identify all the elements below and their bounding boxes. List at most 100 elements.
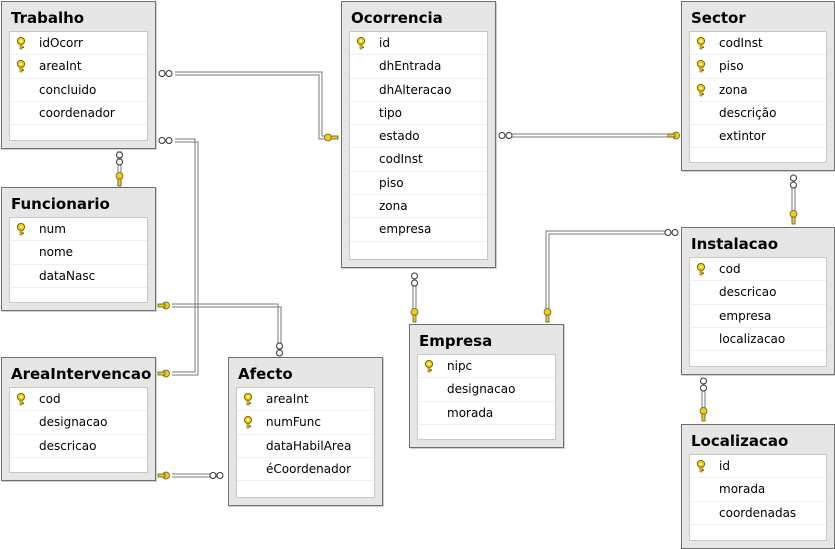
column-row[interactable]: dataNasc bbox=[10, 265, 147, 288]
column-row[interactable]: morada bbox=[690, 478, 826, 502]
column-row[interactable]: zona bbox=[690, 79, 826, 102]
column-row[interactable]: nome bbox=[10, 241, 147, 265]
column-row[interactable]: descrição bbox=[690, 102, 826, 126]
column-row[interactable]: dhAlteracao bbox=[350, 79, 487, 102]
column-row[interactable]: extintor bbox=[690, 125, 826, 149]
column-name: codInst bbox=[719, 36, 763, 50]
column-row[interactable]: dhEntrada bbox=[350, 55, 487, 79]
key-end-areaintervencao bbox=[157, 369, 170, 378]
table-title: Empresa bbox=[419, 332, 493, 350]
column-list: id morada coordenadas bbox=[689, 454, 827, 541]
column-row[interactable]: piso bbox=[350, 172, 487, 196]
column-name: morada bbox=[447, 405, 494, 420]
column-row[interactable]: idOcorr bbox=[10, 32, 147, 56]
column-name: descricao bbox=[39, 438, 97, 453]
column-name: coordenador bbox=[39, 105, 115, 120]
many-end-trabalho-ocorrencia bbox=[158, 70, 173, 77]
column-row[interactable]: empresa bbox=[350, 218, 487, 242]
table-title: Afecto bbox=[238, 365, 293, 383]
column-list: cod descricao empresa localizacao bbox=[689, 257, 827, 367]
key-end-localizacao bbox=[699, 407, 708, 422]
column-row[interactable]: localizacao bbox=[690, 328, 826, 352]
column-name: dataNasc bbox=[39, 268, 96, 283]
column-name: id bbox=[379, 36, 390, 50]
relationship-afecto-funcionario[interactable] bbox=[172, 303, 279, 350]
column-row[interactable]: id bbox=[350, 32, 487, 56]
column-row[interactable]: dataHabilArea bbox=[237, 435, 374, 458]
column-name: éCoordenador bbox=[266, 461, 352, 476]
column-row[interactable]: areaInt bbox=[10, 55, 147, 79]
table-title: Trabalho bbox=[11, 9, 85, 27]
column-row[interactable]: cod bbox=[690, 258, 826, 282]
column-row[interactable]: codInst bbox=[350, 148, 487, 172]
column-row[interactable]: concluido bbox=[10, 79, 147, 102]
column-row[interactable]: codInst bbox=[690, 32, 826, 56]
relationship-instalacao-empresa[interactable] bbox=[545, 230, 665, 316]
column-name: designacao bbox=[447, 382, 516, 397]
column-name: morada bbox=[719, 482, 766, 497]
column-row[interactable]: morada bbox=[418, 402, 555, 425]
column-row[interactable]: numFunc bbox=[237, 411, 374, 435]
column-row[interactable]: id bbox=[690, 455, 826, 479]
key-end-areaintervencao-afecto bbox=[157, 471, 170, 480]
column-row[interactable]: tipo bbox=[350, 102, 487, 126]
column-name: extintor bbox=[719, 129, 766, 144]
many-end-instalacao-empresa bbox=[664, 229, 679, 236]
column-row[interactable]: designacao bbox=[10, 411, 147, 435]
column-row[interactable]: descricao bbox=[10, 435, 147, 458]
key-end-funcionario bbox=[115, 172, 124, 187]
column-name: piso bbox=[719, 59, 744, 74]
table-localizacao[interactable]: Localizacao id morada coordenadas bbox=[681, 424, 835, 549]
column-name: areaInt bbox=[266, 392, 309, 406]
column-row[interactable]: zona bbox=[350, 195, 487, 219]
column-name: cod bbox=[719, 262, 741, 276]
table-title: Instalacao bbox=[691, 235, 779, 253]
relationship-trabalho-ocorrencia[interactable] bbox=[175, 71, 328, 137]
column-row[interactable]: designacao bbox=[418, 378, 555, 402]
column-name: dhEntrada bbox=[379, 59, 442, 74]
table-instalacao[interactable]: Instalacao cod descricao empresa localizacao bbox=[681, 227, 835, 375]
column-name: num bbox=[39, 222, 66, 236]
column-row[interactable]: cod bbox=[10, 388, 147, 412]
column-name: coordenadas bbox=[719, 505, 797, 520]
column-row[interactable]: num bbox=[10, 218, 147, 242]
column-row[interactable]: estado bbox=[350, 125, 487, 149]
column-row[interactable]: coordenador bbox=[10, 102, 147, 126]
column-list: cod designacao descricao bbox=[9, 387, 148, 473]
column-name: nome bbox=[39, 245, 74, 260]
column-name: localizacao bbox=[719, 331, 786, 346]
many-end-trabalho-funcionario bbox=[116, 151, 123, 166]
column-row[interactable]: coordenadas bbox=[690, 502, 826, 525]
table-empresa[interactable]: Empresa nipc designacao morada bbox=[409, 324, 564, 448]
column-row[interactable]: nipc bbox=[418, 355, 555, 379]
table-title: Localizacao bbox=[691, 432, 789, 450]
column-row[interactable]: éCoordenador bbox=[237, 458, 374, 482]
key-end-empresa-ocorrencia bbox=[410, 308, 419, 323]
column-name: nipc bbox=[447, 359, 473, 373]
column-row[interactable]: areaInt bbox=[237, 388, 374, 412]
table-title: Ocorrencia bbox=[351, 9, 443, 27]
relationship-trabalho-areaintervencao[interactable] bbox=[172, 138, 196, 373]
key-end-ocorrencia bbox=[324, 133, 339, 142]
column-name: zona bbox=[379, 199, 408, 214]
column-row[interactable]: piso bbox=[690, 55, 826, 79]
column-name: designacao bbox=[39, 415, 108, 430]
column-row[interactable]: descricao bbox=[690, 281, 826, 305]
column-name: empresa bbox=[719, 308, 772, 323]
key-end-sector bbox=[667, 131, 680, 140]
column-name: idOcorr bbox=[39, 36, 83, 50]
column-name: piso bbox=[379, 175, 404, 190]
column-row[interactable]: empresa bbox=[690, 305, 826, 328]
column-name: id bbox=[719, 459, 730, 473]
many-end-ocorrencia-sector bbox=[498, 132, 513, 139]
